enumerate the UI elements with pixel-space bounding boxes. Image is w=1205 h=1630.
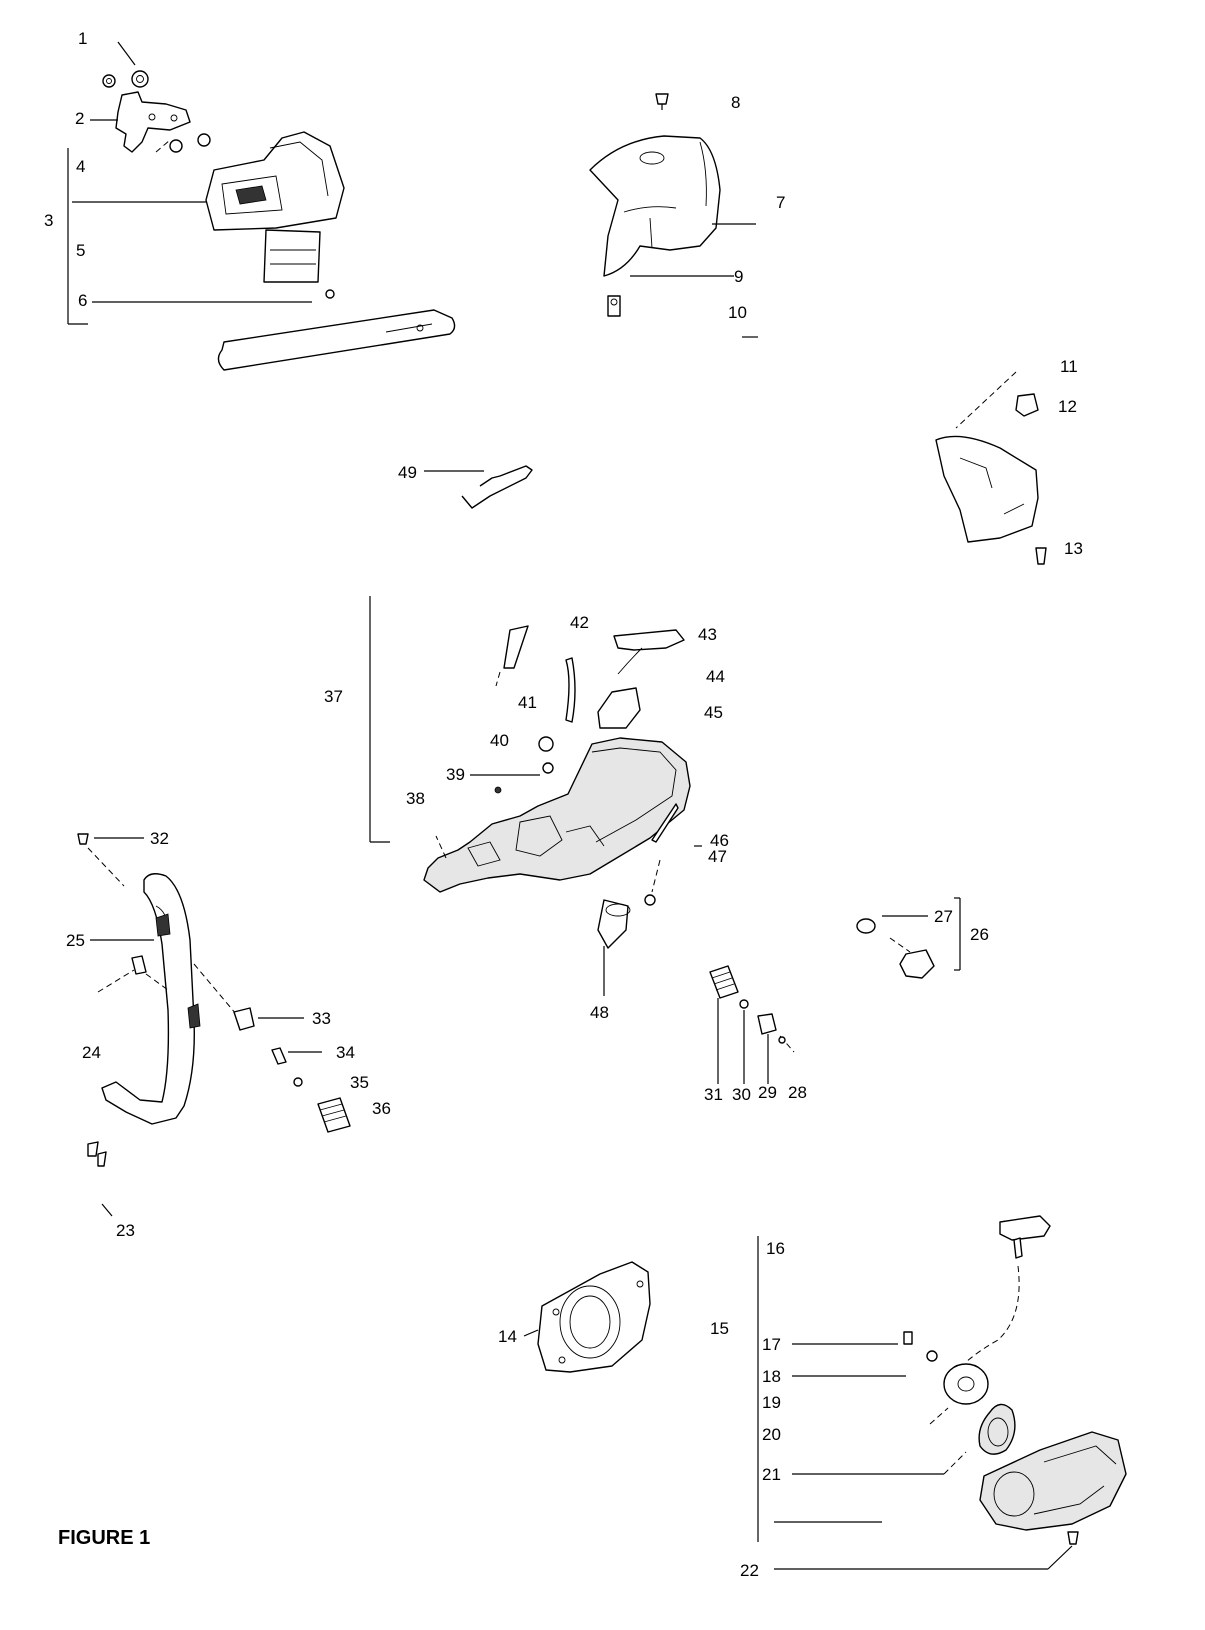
callout-9: 9 (734, 267, 743, 286)
part-group-front-handle (77, 833, 351, 1217)
figure-title: FIGURE 1 (58, 1527, 150, 1549)
callout-37: 37 (324, 687, 343, 706)
callout-42: 42 (570, 613, 589, 632)
callout-16: 16 (766, 1239, 785, 1258)
callout-15: 15 (710, 1319, 729, 1338)
part-group-tool (424, 465, 533, 509)
callout-23: 23 (116, 1221, 135, 1240)
guide-bar (217, 309, 456, 371)
part-12-knob (1015, 393, 1039, 417)
callout-3: 3 (44, 211, 53, 230)
callout-4: 4 (76, 157, 85, 176)
callout-27: 27 (934, 907, 953, 926)
part-42-pin (503, 625, 529, 669)
callout-7: 7 (776, 193, 785, 212)
callout-43: 43 (698, 625, 717, 644)
callout-28: 28 (788, 1083, 807, 1102)
callout-22: 22 (740, 1561, 759, 1580)
callout-33: 33 (312, 1009, 331, 1028)
callout-30: 30 (732, 1085, 751, 1104)
callout-47: 47 (708, 847, 727, 866)
part-11-side-cover (935, 435, 1039, 543)
part-15-starter-housing (979, 1431, 1127, 1531)
callout-35: 35 (350, 1073, 369, 1092)
part-33-rubber-buffer (233, 1007, 255, 1031)
part-23-screws (87, 1141, 99, 1157)
part-group-cylinder-cover (589, 93, 758, 338)
part-34-screw (271, 1047, 287, 1065)
part-7-cylinder-cover (589, 135, 721, 277)
part-group-starter (757, 1215, 1127, 1570)
callout-5: 5 (76, 241, 85, 260)
callout-26: 26 (970, 925, 989, 944)
callout-38: 38 (406, 789, 425, 808)
part-31-spring (709, 965, 739, 999)
part-27-seal (856, 918, 876, 934)
callout-46: 46 (710, 831, 729, 850)
callout-36: 36 (372, 1099, 391, 1118)
callout-45: 45 (704, 703, 723, 722)
callout-1: 1 (78, 29, 87, 48)
callout-11: 11 (1060, 357, 1078, 376)
part-13-screw (1035, 547, 1047, 565)
part-5-plate (263, 229, 321, 283)
part-group-chain-brake (67, 41, 456, 371)
callout-24: 24 (82, 1043, 101, 1062)
callout-labels: 1 2 3 4 5 6 7 8 9 10 11 12 13 14 15 16 1… (44, 29, 1083, 1580)
part-17-screw (903, 1331, 913, 1345)
callout-34: 34 (336, 1043, 355, 1062)
part-46-spring (651, 803, 679, 843)
part-22-screw (1067, 1531, 1079, 1545)
callout-12: 12 (1058, 397, 1077, 416)
part-41-rod (565, 657, 576, 723)
callout-49: 49 (398, 463, 417, 482)
callout-21: 21 (762, 1465, 781, 1484)
callout-13: 13 (1064, 539, 1083, 558)
part-19-pulley (943, 1363, 989, 1405)
callout-29: 29 (758, 1083, 777, 1102)
part-24-screw (131, 955, 147, 975)
part-4-clutch-cover (205, 131, 345, 231)
part-1-nut (131, 70, 149, 88)
callout-32: 32 (150, 829, 169, 848)
callout-2: 2 (75, 109, 84, 128)
part-29-buffer (757, 1013, 777, 1035)
part-2-brake-lever (115, 91, 191, 153)
part-49-combination-tool (461, 465, 533, 509)
part-20-recoil-spring (978, 1403, 1016, 1455)
part-25-front-handle (101, 873, 195, 1125)
callout-41: 41 (518, 693, 537, 712)
callout-19: 19 (762, 1393, 781, 1412)
callout-31: 31 (704, 1085, 723, 1104)
part-14-starter-cover (537, 1261, 651, 1373)
part-group-oil-pump (856, 897, 961, 979)
callout-17: 17 (762, 1335, 781, 1354)
part-38-fuel-tank-handle (423, 737, 691, 893)
callout-14: 14 (498, 1327, 517, 1346)
callout-25: 25 (66, 931, 85, 950)
callout-6: 6 (78, 291, 87, 310)
callout-10: 10 (728, 303, 747, 322)
part-36-spring (317, 1097, 351, 1133)
part-group-cover (523, 1261, 651, 1373)
part-16-starter-handle (999, 1215, 1051, 1241)
callout-18: 18 (762, 1367, 781, 1386)
part-48-grip (597, 899, 629, 949)
part-8-screw (655, 93, 669, 105)
part-group-rear-handle (369, 596, 702, 996)
callout-20: 20 (762, 1425, 781, 1444)
callout-8: 8 (731, 93, 740, 112)
part-32-screw (77, 833, 89, 845)
part-43-throttle-lockout (613, 629, 685, 651)
part-45-throttle-trigger (597, 687, 641, 729)
part-group-av-springs (709, 965, 795, 1084)
callout-44: 44 (706, 667, 725, 686)
part-group-side-cover (935, 371, 1047, 565)
part-26-oil-pump (899, 949, 935, 979)
callout-40: 40 (490, 731, 509, 750)
callout-48: 48 (590, 1003, 609, 1022)
callout-39: 39 (446, 765, 465, 784)
